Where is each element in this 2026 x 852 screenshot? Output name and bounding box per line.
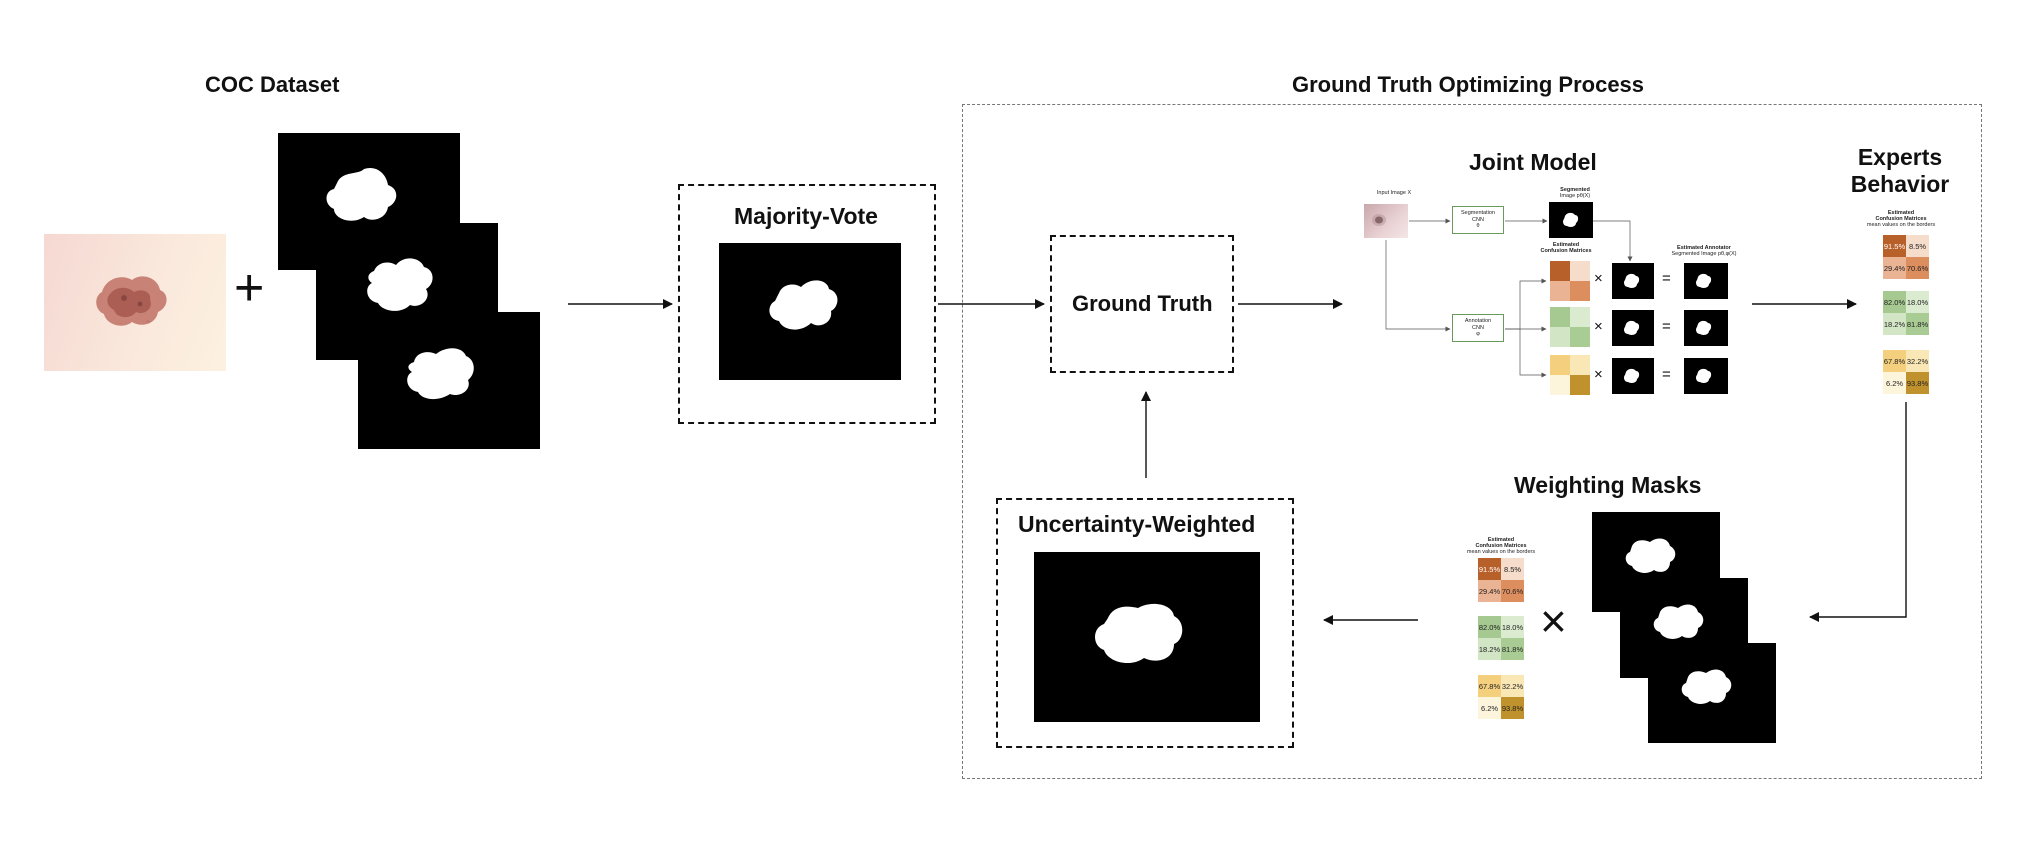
joint-equals-2: = xyxy=(1662,318,1671,335)
coc-dataset-title: COC Dataset xyxy=(205,72,340,97)
input-image-label: Input Image X xyxy=(1376,190,1412,196)
joint-model-title: Joint Model xyxy=(1469,149,1597,175)
joint-seg-mask-1 xyxy=(1612,263,1654,299)
cm-cell: 67.8% xyxy=(1883,350,1906,372)
cm-cell: 70.6% xyxy=(1501,580,1524,602)
joint-times-3: × xyxy=(1594,366,1603,383)
cm-cell: 70.6% xyxy=(1906,257,1929,279)
ground-truth-title: Ground Truth xyxy=(1072,291,1213,316)
experts-cm-1: 91.5% 8.5% 29.4% 70.6% xyxy=(1883,235,1929,279)
weighting-cm-2: 82.0% 18.0% 18.2% 81.8% xyxy=(1478,616,1524,660)
input-image-thumbnail xyxy=(1364,204,1408,238)
segmented-image-mask xyxy=(1549,202,1593,238)
cm-cell: 29.4% xyxy=(1478,580,1501,602)
weighting-masks-title: Weighting Masks xyxy=(1514,472,1702,498)
cm-cell: 67.8% xyxy=(1478,675,1501,697)
joint-cm-2 xyxy=(1550,307,1590,347)
joint-times-1: × xyxy=(1594,270,1603,287)
joint-cm-3 xyxy=(1550,355,1590,395)
cm-cell: 91.5% xyxy=(1883,235,1906,257)
majority-vote-mask xyxy=(719,243,901,380)
cm-cell: 6.2% xyxy=(1478,697,1501,719)
cm-cell: 6.2% xyxy=(1883,372,1906,394)
weighting-cm-1: 91.5% 8.5% 29.4% 70.6% xyxy=(1478,558,1524,602)
annotator-mask-3 xyxy=(358,312,540,449)
cm-cell: 8.5% xyxy=(1906,235,1929,257)
gt-optimizing-title: Ground Truth Optimizing Process xyxy=(1292,72,1645,97)
uncertainty-weighted-title: Uncertainty-Weighted xyxy=(1018,511,1256,537)
cm-cell: 81.8% xyxy=(1906,313,1929,335)
weighting-times: × xyxy=(1540,595,1567,647)
cm-cell: 18.0% xyxy=(1906,291,1929,313)
experts-cm-3: 67.8% 32.2% 6.2% 93.8% xyxy=(1883,350,1929,394)
cm-cell: 18.2% xyxy=(1883,313,1906,335)
cm-cell: 29.4% xyxy=(1883,257,1906,279)
cm-cell: 8.5% xyxy=(1501,558,1524,580)
gt-optimizing-region xyxy=(962,104,1982,779)
joint-times-2: × xyxy=(1594,318,1603,335)
weighting-cm-3: 67.8% 32.2% 6.2% 93.8% xyxy=(1478,675,1524,719)
joint-ann-mask-3 xyxy=(1684,358,1728,394)
joint-cm-1 xyxy=(1550,261,1590,301)
cm-cell: 82.0% xyxy=(1478,616,1501,638)
cm-cell: 32.2% xyxy=(1501,675,1524,697)
plus-operator: + xyxy=(234,259,265,317)
joint-ann-mask-2 xyxy=(1684,310,1728,346)
cm-cell: 18.0% xyxy=(1501,616,1524,638)
majority-vote-title: Majority-Vote xyxy=(734,203,878,229)
joint-seg-mask-2 xyxy=(1612,310,1654,346)
joint-ann-mask-1 xyxy=(1684,263,1728,299)
joint-equals-1: = xyxy=(1662,270,1671,287)
cm-cell: 18.2% xyxy=(1478,638,1501,660)
cm-cell: 93.8% xyxy=(1501,697,1524,719)
cm-cell: 91.5% xyxy=(1478,558,1501,580)
cm-cell: 93.8% xyxy=(1906,372,1929,394)
joint-seg-mask-3 xyxy=(1612,358,1654,394)
uncertainty-weighted-box xyxy=(996,498,1294,748)
ground-truth-box xyxy=(1050,235,1234,373)
cm-cell: 81.8% xyxy=(1501,638,1524,660)
joint-equals-3: = xyxy=(1662,366,1671,383)
cm-cell: 32.2% xyxy=(1906,350,1929,372)
weighting-mask-3 xyxy=(1648,643,1776,743)
cytology-image xyxy=(44,234,226,371)
majority-vote-box xyxy=(678,184,936,424)
uncertainty-weighted-mask xyxy=(1034,552,1260,722)
cm-cell: 82.0% xyxy=(1883,291,1906,313)
experts-cm-2: 82.0% 18.0% 18.2% 81.8% xyxy=(1883,291,1929,335)
